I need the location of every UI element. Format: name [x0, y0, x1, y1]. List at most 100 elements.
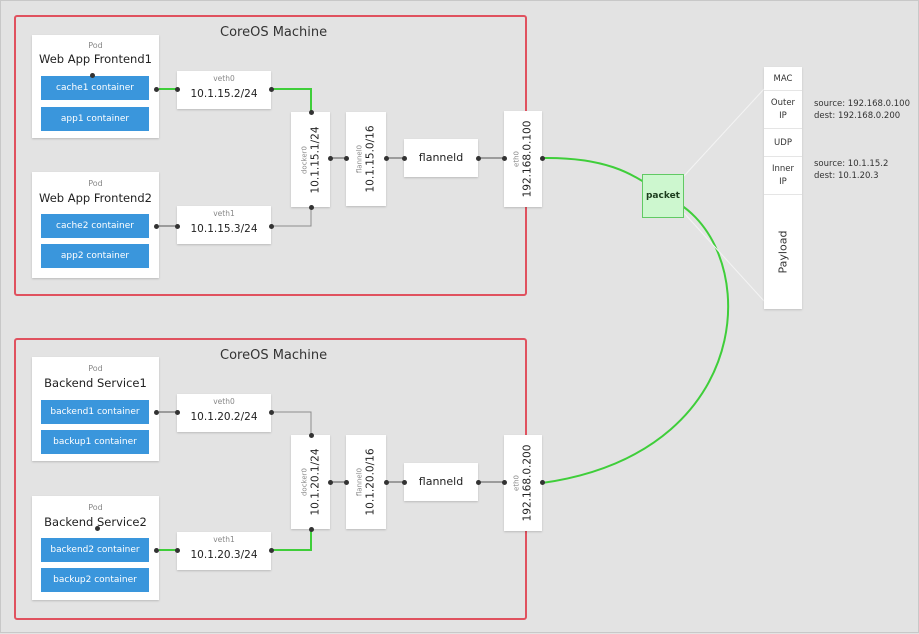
veth0-interface-b[interactable]: veth0 10.1.20.2/24	[177, 394, 271, 432]
payload-label: Payload	[776, 230, 790, 274]
connector-dot	[309, 110, 314, 115]
overlay-path	[541, 156, 730, 484]
veth1-ip: 10.1.15.3/24	[190, 223, 258, 235]
backup2-container[interactable]: backup2 container	[41, 568, 149, 592]
link-veth1-docker0	[271, 207, 312, 227]
packet-segment-inner-ip: Inner IP	[764, 157, 802, 195]
veth1-label: veth1	[213, 535, 235, 544]
eth0-label: eth0	[512, 475, 521, 491]
connector-dot	[502, 480, 507, 485]
app2-container[interactable]: app2 container	[41, 244, 149, 268]
connector-dot	[309, 527, 314, 532]
veth1-interface-b[interactable]: veth1 10.1.20.3/24	[177, 532, 271, 570]
packet-segment-mac: MAC	[764, 67, 802, 91]
pod-web-app-frontend2[interactable]: Pod Web App Frontend2 cache2 container a…	[32, 172, 159, 278]
veth0-label: veth0	[213, 74, 235, 83]
connector-dot	[154, 224, 159, 229]
backend1-container[interactable]: backend1 container	[41, 400, 149, 424]
pod-label: Pod	[88, 179, 103, 188]
docker0-ip: 10.1.20.1/24	[309, 448, 321, 516]
cache1-container[interactable]: cache1 container	[41, 76, 149, 100]
pod-label: Pod	[88, 503, 103, 512]
packet-structure-panel: MAC Outer IP UDP Inner IP Payload	[764, 67, 802, 309]
packet-segment-udp: UDP	[764, 129, 802, 157]
connector-dot	[269, 87, 274, 92]
veth0-interface[interactable]: veth0 10.1.15.2/24	[177, 71, 271, 109]
flanneld-daemon-b[interactable]: flanneld	[404, 463, 478, 501]
connector-dot	[95, 526, 100, 531]
pod-backend-service2[interactable]: Pod Backend Service2 backend2 container …	[32, 496, 159, 600]
connector-dot	[402, 480, 407, 485]
pod-name: Backend Service2	[44, 515, 147, 529]
pod-name: Backend Service1	[44, 376, 147, 390]
cache2-container[interactable]: cache2 container	[41, 214, 149, 238]
connector-dot	[309, 433, 314, 438]
outer-dest-text: dest: 192.168.0.200	[814, 111, 901, 121]
connector-dot	[540, 480, 545, 485]
connector-dot	[402, 156, 407, 161]
connector-dot	[384, 480, 389, 485]
connector-dot	[476, 156, 481, 161]
backend2-container[interactable]: backend2 container	[41, 538, 149, 562]
docker0-label: docker0	[300, 467, 308, 497]
flanneld-daemon[interactable]: flanneld	[404, 139, 478, 177]
docker0-label: docker0	[300, 145, 308, 174]
pod-backend-service1[interactable]: Pod Backend Service1 backend1 container …	[32, 357, 159, 461]
backup1-container[interactable]: backup1 container	[41, 430, 149, 454]
eth0-ip: 192.168.0.200	[521, 444, 534, 522]
app1-container[interactable]: app1 container	[41, 107, 149, 131]
outer-ip-label: Outer IP	[770, 98, 796, 121]
connector-dot	[328, 156, 333, 161]
machine-2-title: CoreOS Machine	[220, 348, 328, 363]
connector-dot	[175, 410, 180, 415]
connector-dot	[269, 224, 274, 229]
packet-box[interactable]: packet	[642, 174, 684, 218]
connector-dot	[384, 156, 389, 161]
flannel0-label: flannel0	[355, 144, 364, 174]
connector-dot	[502, 156, 507, 161]
connector-dot	[476, 480, 481, 485]
pod-name: Web App Frontend1	[39, 52, 152, 66]
connector-dot	[344, 156, 349, 161]
connector-dot	[328, 480, 333, 485]
outer-source-text: source: 192.168.0.100	[814, 99, 910, 109]
connector-dot	[309, 205, 314, 210]
veth1-interface[interactable]: veth1 10.1.15.3/24	[177, 206, 271, 244]
callout-line-bottom	[683, 212, 765, 302]
connector-dot	[154, 410, 159, 415]
inner-ip-label: Inner IP	[771, 164, 794, 187]
connector-dot	[540, 156, 545, 161]
connector-dot	[175, 224, 180, 229]
flannel0-ip: 10.1.20.0/16	[364, 448, 377, 516]
connector-dot	[175, 87, 180, 92]
connector-dot	[269, 548, 274, 553]
veth0-ip: 10.1.15.2/24	[190, 88, 258, 100]
packet-segment-outer-ip: Outer IP	[764, 91, 802, 129]
inner-source-text: source: 10.1.15.2	[814, 159, 889, 169]
pod-label: Pod	[88, 364, 103, 373]
pod-name: Web App Frontend2	[39, 191, 152, 205]
connector-dot	[269, 410, 274, 415]
veth1-ip: 10.1.20.3/24	[190, 549, 258, 561]
link-veth0-docker0-b	[271, 411, 312, 435]
active-veth1-docker0	[271, 529, 312, 551]
inner-dest-text: dest: 10.1.20.3	[814, 171, 879, 181]
veth1-label: veth1	[213, 209, 235, 218]
packet-segment-payload: Payload	[764, 195, 802, 309]
pod-label: Pod	[88, 41, 103, 50]
eth0-label: eth0	[512, 151, 521, 167]
connector-dot	[90, 73, 95, 78]
connector-dot	[154, 548, 159, 553]
connector-dot	[344, 480, 349, 485]
pod-web-app-frontend1[interactable]: Pod Web App Frontend1 cache1 container a…	[32, 35, 159, 138]
docker0-ip: 10.1.15.1/24	[309, 126, 321, 193]
machine-1-title: CoreOS Machine	[220, 25, 328, 40]
eth0-ip: 192.168.0.100	[521, 120, 534, 198]
